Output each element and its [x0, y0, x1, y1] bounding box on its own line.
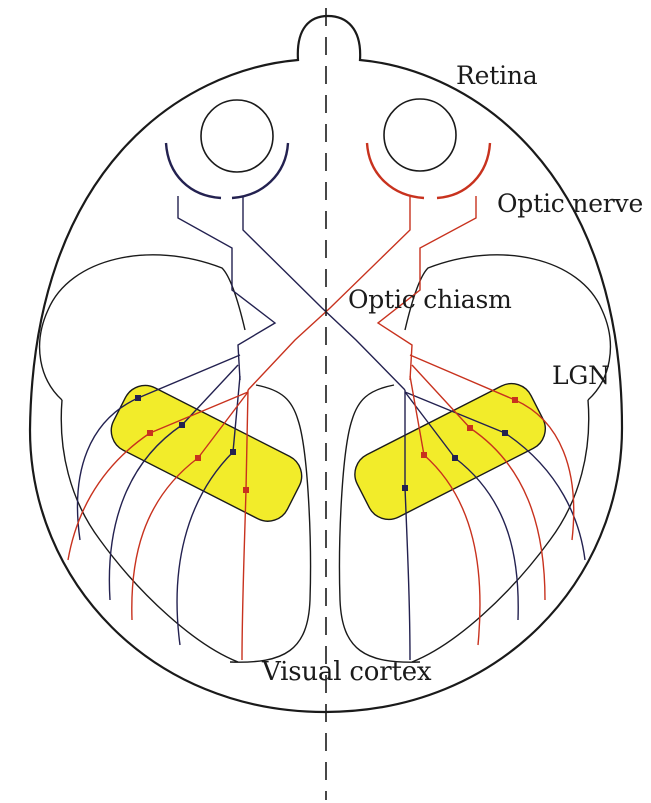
optic-chiasm-label: Optic chiasm	[348, 287, 512, 312]
left-eyeball	[201, 100, 273, 172]
left-lgn	[104, 378, 310, 529]
hemisphere-outlines	[40, 255, 611, 662]
lgn-label: LGN	[552, 363, 610, 388]
right-eyeball	[384, 99, 456, 171]
visual-cortex-label: Visual cortex	[262, 659, 431, 685]
retina-label: Retina	[456, 63, 537, 88]
optic-nerve-label: Optic nerve	[497, 191, 643, 216]
